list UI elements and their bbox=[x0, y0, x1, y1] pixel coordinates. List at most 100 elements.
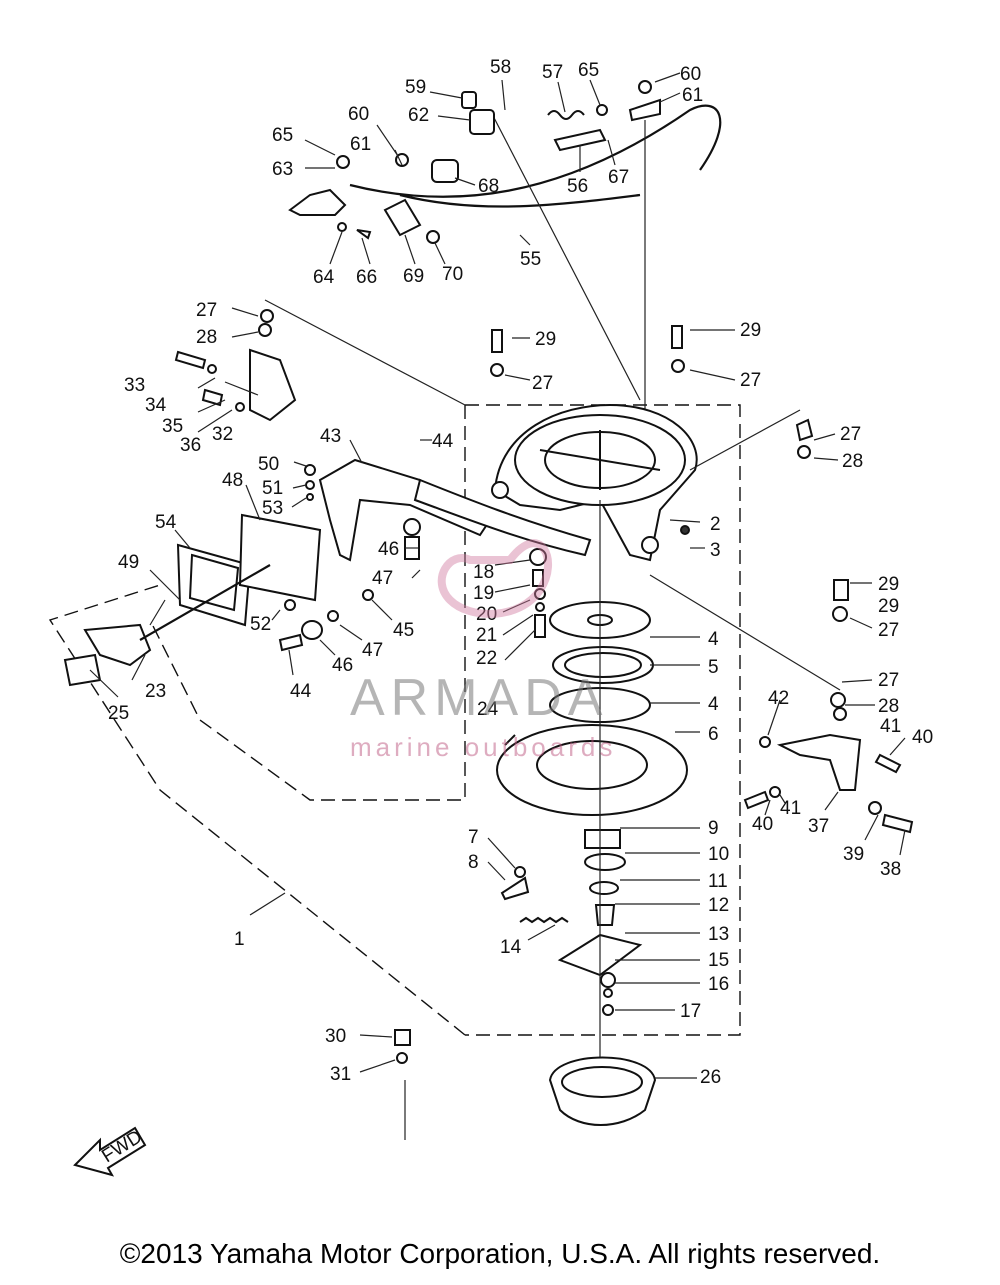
callout-31: 31 bbox=[330, 1064, 351, 1085]
watermark-tagline: marine outboards bbox=[350, 732, 617, 762]
watermark-logo bbox=[437, 539, 552, 618]
fwd-arrow: FWD bbox=[73, 1126, 147, 1177]
callout-14: 14 bbox=[500, 937, 522, 958]
callout-61-b: 61 bbox=[682, 85, 703, 106]
shift-linkage bbox=[264, 299, 592, 652]
callout-56: 56 bbox=[567, 176, 588, 197]
callout-2: 2 bbox=[710, 514, 721, 535]
callout-15: 15 bbox=[708, 950, 729, 971]
callout-38: 38 bbox=[880, 859, 901, 880]
callout-7: 7 bbox=[468, 827, 479, 848]
callout-5: 5 bbox=[708, 657, 719, 678]
callout-4: 4 bbox=[708, 629, 719, 650]
callout-39: 39 bbox=[843, 844, 864, 865]
callout-27-b: 27 bbox=[532, 373, 553, 394]
callout-27-c: 27 bbox=[740, 370, 761, 391]
callout-13: 13 bbox=[708, 924, 729, 945]
callout-66: 66 bbox=[356, 267, 377, 288]
callout-22: 22 bbox=[476, 648, 497, 669]
callout-28-c: 28 bbox=[878, 696, 899, 717]
callout-57: 57 bbox=[542, 62, 563, 83]
callout-27-d: 27 bbox=[840, 424, 861, 445]
callout-41-b: 41 bbox=[780, 798, 801, 819]
callout-17: 17 bbox=[680, 1001, 701, 1022]
callout-65-a: 65 bbox=[272, 125, 293, 146]
callout-61-a: 61 bbox=[350, 134, 371, 155]
callout-34: 34 bbox=[145, 395, 167, 416]
callout-leaders bbox=[89, 72, 906, 1079]
callout-67: 67 bbox=[608, 167, 629, 188]
callout-23: 23 bbox=[145, 681, 166, 702]
callout-54: 54 bbox=[155, 512, 177, 533]
callout-28-a: 28 bbox=[196, 327, 217, 348]
watermark-brand: ARMADA bbox=[350, 669, 609, 727]
callout-44-a: 44 bbox=[432, 431, 454, 452]
callout-12: 12 bbox=[708, 895, 729, 916]
reel-stack bbox=[496, 500, 688, 1075]
callout-60-b: 60 bbox=[680, 64, 701, 85]
callout-65-b: 65 bbox=[578, 60, 599, 81]
callout-47-a: 47 bbox=[372, 568, 393, 589]
callout-28-b: 28 bbox=[842, 451, 863, 472]
callout-62: 62 bbox=[408, 105, 429, 126]
callout-labels: 1 2 3 4 4 5 6 7 8 9 10 11 12 13 14 15 16… bbox=[108, 57, 933, 1088]
callout-51: 51 bbox=[262, 478, 283, 499]
callout-29-a: 29 bbox=[535, 329, 556, 350]
callout-43: 43 bbox=[320, 426, 341, 447]
callout-9: 9 bbox=[708, 818, 719, 839]
callout-20: 20 bbox=[476, 604, 497, 625]
callout-3: 3 bbox=[710, 540, 721, 561]
callout-29-c: 29 bbox=[878, 574, 899, 595]
callout-11: 11 bbox=[708, 871, 728, 892]
callout-48: 48 bbox=[222, 470, 243, 491]
callout-59: 59 bbox=[405, 77, 426, 98]
callout-33: 33 bbox=[124, 375, 145, 396]
callout-19: 19 bbox=[473, 583, 494, 604]
handle-assembly bbox=[63, 309, 322, 687]
callout-21: 21 bbox=[476, 625, 497, 646]
throttle-linkage bbox=[288, 80, 722, 410]
callout-40-b: 40 bbox=[752, 814, 773, 835]
starter-housing bbox=[491, 403, 698, 562]
callout-4-lower: 4 bbox=[708, 694, 719, 715]
callout-46-b: 46 bbox=[332, 655, 353, 676]
callout-69: 69 bbox=[403, 266, 424, 287]
callout-36: 36 bbox=[180, 435, 201, 456]
callout-40-a: 40 bbox=[912, 727, 933, 748]
callout-63: 63 bbox=[272, 159, 293, 180]
callout-29-b: 29 bbox=[740, 320, 761, 341]
callout-44-b: 44 bbox=[290, 681, 312, 702]
callout-24: 24 bbox=[477, 699, 499, 720]
callout-6: 6 bbox=[708, 724, 719, 745]
callout-70: 70 bbox=[442, 264, 463, 285]
callout-58: 58 bbox=[490, 57, 511, 78]
callout-52: 52 bbox=[250, 614, 271, 635]
starter-cup bbox=[394, 1029, 657, 1140]
callout-25: 25 bbox=[108, 703, 129, 724]
callout-26: 26 bbox=[700, 1067, 721, 1088]
callout-18: 18 bbox=[473, 562, 494, 583]
callout-16: 16 bbox=[708, 974, 729, 995]
callout-46-a: 46 bbox=[378, 539, 399, 560]
callout-32: 32 bbox=[212, 424, 233, 445]
fwd-label: FWD bbox=[98, 1126, 146, 1167]
callout-27-f: 27 bbox=[878, 670, 899, 691]
callout-8: 8 bbox=[468, 852, 479, 873]
callout-35: 35 bbox=[162, 416, 183, 437]
callout-45: 45 bbox=[393, 620, 414, 641]
callout-27-e: 27 bbox=[878, 620, 899, 641]
callout-49: 49 bbox=[118, 552, 139, 573]
callout-41-a: 41 bbox=[880, 716, 901, 737]
callout-55: 55 bbox=[520, 249, 541, 270]
callout-37: 37 bbox=[808, 816, 829, 837]
callout-64: 64 bbox=[313, 267, 335, 288]
callout-1: 1 bbox=[234, 929, 245, 950]
callout-68: 68 bbox=[478, 176, 499, 197]
callout-47-b: 47 bbox=[362, 640, 383, 661]
right-bracket bbox=[490, 325, 914, 834]
callout-42: 42 bbox=[768, 688, 789, 709]
callout-50: 50 bbox=[258, 454, 279, 475]
callout-30: 30 bbox=[325, 1026, 346, 1047]
callout-29-d: 29 bbox=[878, 596, 899, 617]
